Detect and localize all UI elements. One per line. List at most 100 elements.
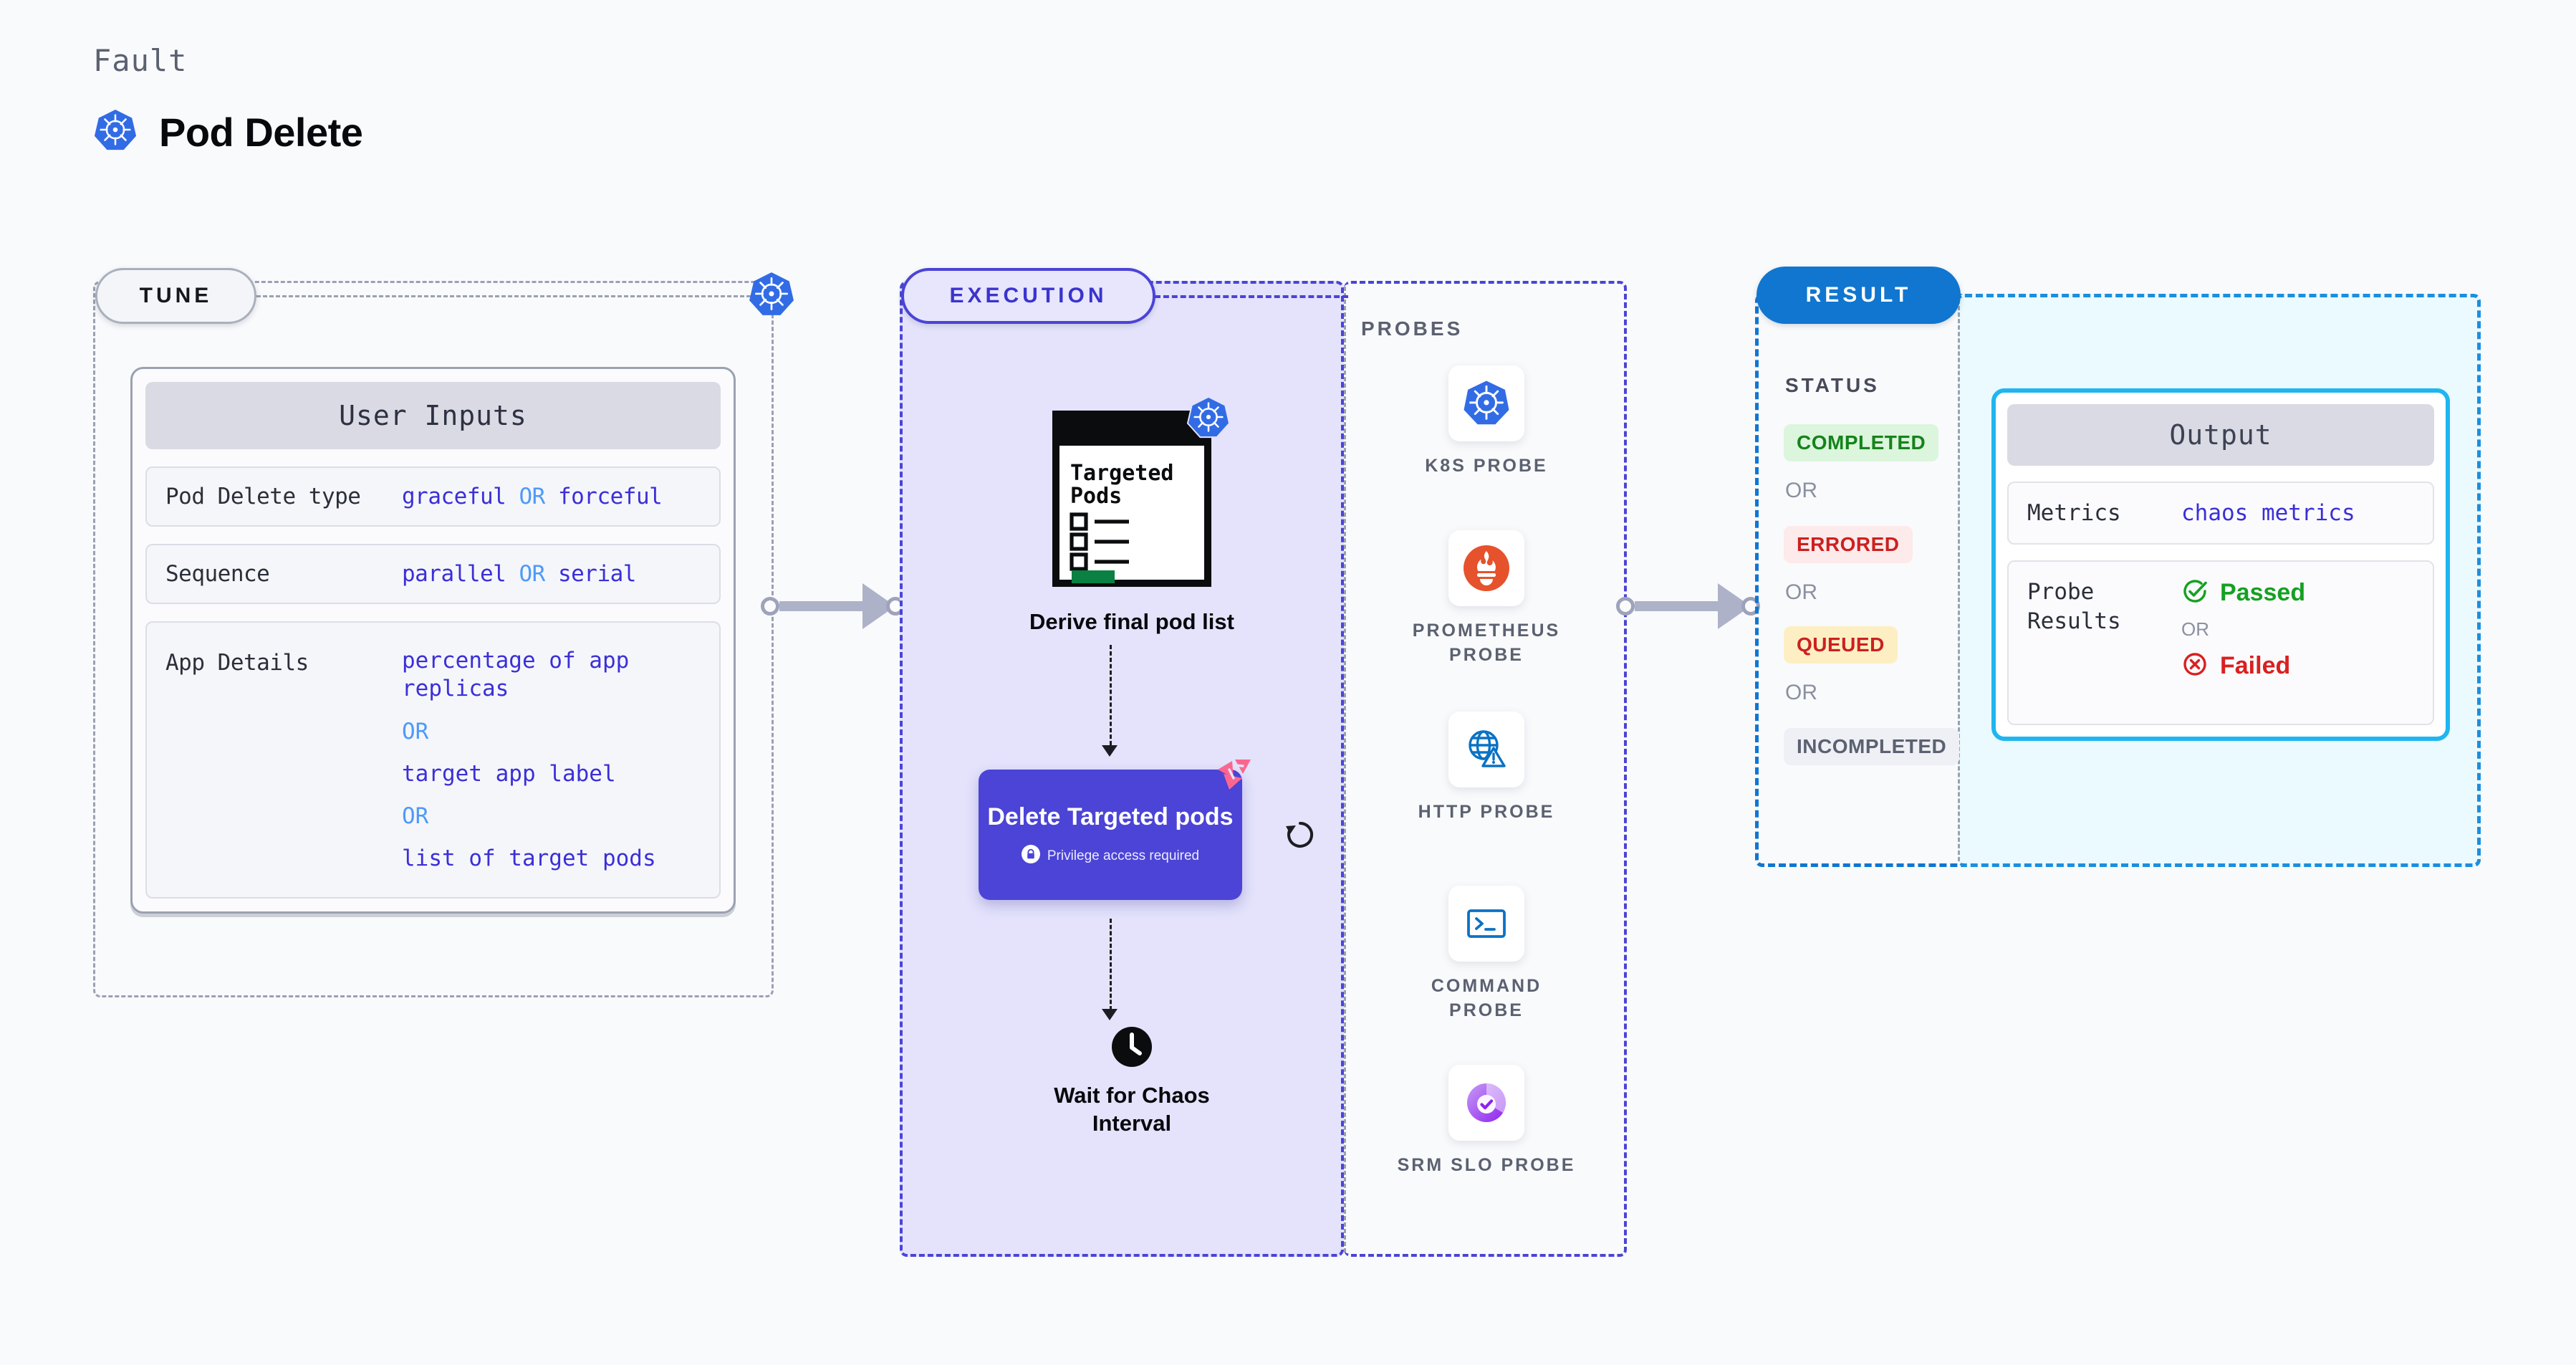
execution-connector-line: [1155, 295, 1348, 298]
connector-bar: [779, 601, 862, 611]
status-badge-errored: ERRORED: [1784, 526, 1913, 563]
passed-label: Passed: [2220, 579, 2306, 607]
row-value: graceful OR forceful: [402, 484, 663, 509]
execution-badge: EXECUTION: [901, 268, 1155, 324]
output-card-title: Output: [2007, 404, 2434, 466]
user-inputs-title: User Inputs: [145, 382, 721, 449]
prometheus-icon: [1448, 530, 1524, 606]
terminal-icon: [1448, 886, 1524, 962]
result-badge: RESULT: [1756, 267, 1961, 324]
probes-section: [1344, 281, 1627, 1257]
probe-label: HTTP PROBE: [1418, 802, 1555, 822]
check-circle-icon: [2181, 578, 2209, 608]
probe-result-failed: Failed: [2181, 651, 2305, 681]
output-row-probe-results[interactable]: Probe Results Passed OR: [2007, 560, 2434, 726]
row-value: parallel OR serial: [402, 561, 636, 587]
row-key: Metrics: [2027, 500, 2121, 526]
probe-command[interactable]: COMMAND PROBE: [1393, 886, 1580, 1023]
probes-divider: [1344, 287, 1346, 1253]
page-title: Pod Delete: [159, 110, 363, 155]
svg-text:Targeted: Targeted: [1070, 461, 1174, 486]
probes-title: PROBES: [1361, 317, 1464, 340]
status-badge-queued: QUEUED: [1784, 626, 1898, 664]
row-key: Pod Delete type: [165, 484, 361, 509]
x-circle-icon: [2181, 651, 2209, 681]
value-graceful: graceful: [402, 484, 506, 509]
wait-node-label: Wait for Chaos Interval: [1054, 1083, 1210, 1136]
or-separator: OR: [1785, 681, 1817, 704]
privilege-notice: Privilege access required: [1021, 845, 1200, 867]
connector-dot-left: [1616, 597, 1635, 616]
probe-label: PROMETHEUS PROBE: [1412, 621, 1561, 665]
user-inputs-card: User Inputs Pod Delete type graceful OR …: [130, 367, 736, 914]
value-list-target-pods: list of target pods: [402, 846, 656, 872]
input-row-pod-delete-type[interactable]: Pod Delete type graceful OR forceful: [145, 466, 721, 527]
globe-warning-icon: [1448, 712, 1524, 787]
or-separator: OR: [1785, 580, 1817, 604]
value-parallel: parallel: [402, 561, 506, 587]
probe-results-stack: Passed OR Failed: [2181, 578, 2305, 681]
output-row-metrics[interactable]: Metrics chaos metrics: [2007, 482, 2434, 545]
row-key: Probe Results: [2027, 579, 2121, 634]
connector-execution-to-result: [1616, 583, 1767, 629]
or-separator: OR: [1785, 479, 1817, 502]
failed-label: Failed: [2220, 652, 2291, 680]
page-header: Fault Pod Delete: [93, 43, 363, 156]
value-forceful: forceful: [557, 484, 663, 509]
flow-line-delete-to-wait: [1110, 919, 1112, 1010]
value-target-app-label: target app label: [402, 760, 616, 787]
kubernetes-icon: [1186, 396, 1231, 440]
clock-icon: [1110, 1025, 1154, 1069]
svg-text:Pods: Pods: [1070, 484, 1122, 509]
flow-line-derive-to-delete: [1110, 645, 1112, 745]
or-separator: OR: [2181, 618, 2209, 641]
retry-loop-icon: [1282, 817, 1318, 853]
probe-http[interactable]: HTTP PROBE: [1393, 712, 1580, 825]
targeted-pods-doc-icon: Targeted Pods: [1050, 396, 1231, 589]
row-value-stack: percentage of app replicas OR target app…: [402, 647, 660, 873]
or-separator: OR: [402, 803, 429, 830]
connector-dot-left: [761, 597, 779, 616]
or-separator: OR: [402, 718, 429, 744]
row-key: App Details: [165, 650, 309, 676]
tune-section: [93, 281, 774, 997]
connector-bar: [1635, 601, 1718, 611]
output-card: Output Metrics chaos metrics Probe Resul…: [1991, 388, 2450, 742]
flow-arrow-derive-to-delete: [1102, 745, 1118, 757]
wait-for-chaos-interval-node: Wait for Chaos Interval: [1024, 1025, 1239, 1138]
result-divider: [1958, 300, 1960, 861]
row-value: chaos metrics: [2181, 500, 2355, 527]
or-separator: OR: [519, 561, 545, 587]
kubernetes-icon: [93, 108, 138, 156]
kubernetes-icon: [1448, 365, 1524, 441]
privilege-text: Privilege access required: [1047, 848, 1200, 863]
derive-final-pod-list-node: Targeted Pods Derive final pod: [1024, 396, 1239, 635]
lock-icon: [1021, 845, 1040, 867]
input-row-app-details[interactable]: App Details percentage of app replicas O…: [145, 621, 721, 899]
tune-badge: TUNE: [95, 268, 256, 324]
flow-arrow-delete-to-wait: [1102, 1009, 1118, 1020]
probe-result-passed: Passed: [2181, 578, 2305, 608]
tune-connector-line: [256, 295, 751, 297]
row-key: Sequence: [165, 561, 270, 587]
or-separator: OR: [519, 484, 545, 509]
value-serial: serial: [557, 561, 636, 587]
kubernetes-icon: [748, 271, 795, 318]
probe-srm-slo[interactable]: SRM SLO PROBE: [1393, 1065, 1580, 1178]
probe-k8s[interactable]: K8S PROBE: [1393, 365, 1580, 479]
probe-label: COMMAND PROBE: [1431, 976, 1542, 1020]
fault-title-row: Pod Delete: [93, 108, 363, 156]
status-title: STATUS: [1785, 374, 1880, 396]
srm-slo-donut-icon: [1448, 1065, 1524, 1141]
probe-label: SRM SLO PROBE: [1397, 1155, 1576, 1175]
delete-targeted-pods-node[interactable]: Delete Targeted pods Privilege access re…: [979, 760, 1251, 900]
status-badge-incompleted: INCOMPLETED: [1784, 728, 1960, 765]
probe-label: K8S PROBE: [1425, 456, 1548, 476]
value-percentage-replicas: percentage of app replicas: [402, 648, 630, 701]
status-badge-completed: COMPLETED: [1784, 424, 1939, 461]
input-row-sequence[interactable]: Sequence parallel OR serial: [145, 544, 721, 604]
delete-node-title: Delete Targeted pods: [987, 803, 1234, 830]
probe-prometheus[interactable]: PROMETHEUS PROBE: [1393, 530, 1580, 668]
connector-tune-to-execution: [761, 583, 911, 629]
derive-node-label: Derive final pod list: [1029, 609, 1234, 634]
